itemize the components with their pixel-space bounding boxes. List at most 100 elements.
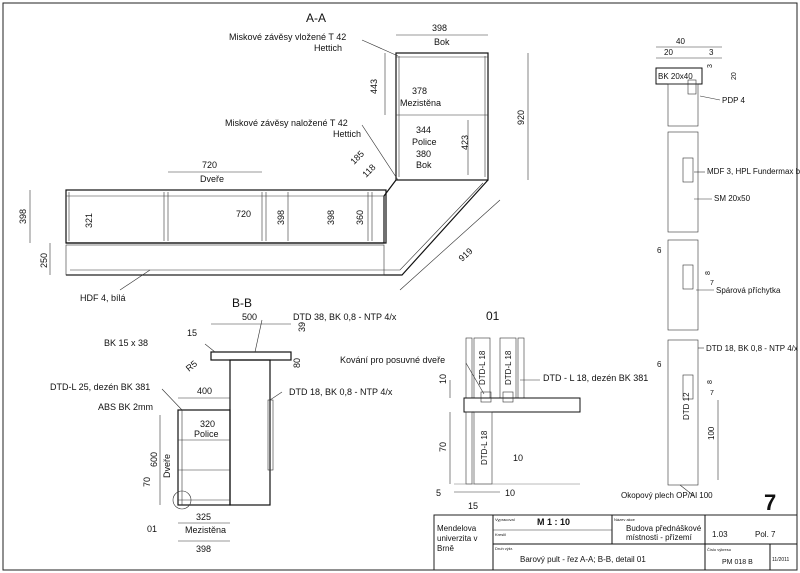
svg-text:70: 70	[142, 477, 152, 487]
svg-text:Kreslil: Kreslil	[495, 532, 506, 537]
svg-text:10: 10	[505, 488, 515, 498]
svg-text:Mezistěna: Mezistěna	[185, 525, 226, 535]
svg-text:SM 20x50: SM 20x50	[714, 194, 751, 203]
svg-text:BK 20x40: BK 20x40	[658, 72, 693, 81]
svg-text:8: 8	[705, 271, 712, 275]
svg-text:5: 5	[436, 488, 441, 498]
detail-01-title: 01	[486, 309, 500, 323]
section-bb-title: B-B	[232, 296, 252, 310]
svg-text:3: 3	[709, 48, 714, 57]
svg-text:Mendelova: Mendelova	[437, 524, 477, 533]
detail-01-rail	[463, 397, 581, 413]
bb-cabinet	[177, 409, 231, 506]
section-aa-title: A-A	[306, 11, 326, 25]
svg-text:HDF 4, bílá: HDF 4, bílá	[80, 293, 126, 303]
svg-text:7: 7	[710, 280, 714, 287]
svg-text:místnosti - přízemí: místnosti - přízemí	[626, 533, 693, 542]
svg-text:398: 398	[18, 209, 28, 224]
svg-text:398: 398	[326, 210, 336, 225]
svg-text:Hettich: Hettich	[333, 129, 361, 139]
title-block: Mendelova univerzita v Brně Vypracoval K…	[433, 514, 798, 571]
svg-text:185: 185	[348, 149, 366, 167]
svg-text:600: 600	[149, 452, 159, 467]
svg-text:DTD-L 18: DTD-L 18	[478, 350, 487, 385]
svg-text:01: 01	[147, 524, 157, 534]
svg-text:DTD 12: DTD 12	[682, 392, 691, 420]
aa-diagonal-top	[66, 179, 489, 276]
svg-text:Název akce: Název akce	[614, 517, 636, 522]
svg-text:7: 7	[710, 390, 714, 397]
svg-text:919: 919	[457, 246, 475, 263]
aa-lower-cabinet	[65, 189, 387, 244]
svg-text:15: 15	[187, 328, 197, 338]
svg-text:321: 321	[84, 213, 94, 228]
svg-text:398: 398	[432, 23, 447, 33]
svg-text:Dveře: Dveře	[200, 174, 224, 184]
svg-text:15: 15	[468, 501, 478, 511]
svg-text:250: 250	[39, 253, 49, 268]
svg-text:1.03: 1.03	[712, 530, 728, 539]
svg-text:400: 400	[197, 386, 212, 396]
bb-upright	[229, 359, 271, 506]
svg-text:R5: R5	[184, 358, 199, 373]
svg-text:3: 3	[707, 64, 714, 68]
svg-text:398: 398	[276, 210, 286, 225]
svg-text:Bok: Bok	[416, 160, 432, 170]
svg-text:Spárová příchytka: Spárová příchytka	[716, 286, 781, 295]
svg-text:DTD 18, BK 0,8 - NTP 4/x: DTD 18, BK 0,8 - NTP 4/x	[706, 344, 798, 353]
detail-01: 01 DTD-L 18 DTD-L 18 DTD-L 18 10 70 10 5…	[340, 309, 648, 511]
svg-text:Brně: Brně	[437, 544, 454, 553]
svg-text:380: 380	[416, 149, 431, 159]
svg-text:ABS BK 2mm: ABS BK 2mm	[98, 402, 153, 412]
svg-text:Miskové závěsy vložené T 42: Miskové závěsy vložené T 42	[229, 32, 346, 42]
svg-text:Budova přednáškové: Budova přednáškové	[626, 524, 702, 533]
svg-text:Okopový plech OP/Al 100: Okopový plech OP/Al 100	[621, 491, 713, 500]
aa-upper-cabinet	[395, 52, 489, 181]
svg-text:20: 20	[731, 72, 738, 80]
svg-text:423: 423	[460, 135, 470, 150]
svg-text:320: 320	[200, 419, 215, 429]
section-aa: A-A 398 Bok 378 Mezistěna 344 Police 380…	[18, 11, 529, 303]
svg-text:360: 360	[355, 210, 365, 225]
svg-text:10: 10	[513, 453, 523, 463]
svg-text:80: 80	[292, 358, 302, 368]
svg-text:Kování pro posuvné dveře: Kování pro posuvné dveře	[340, 355, 445, 365]
bb-worktop	[210, 351, 292, 361]
svg-text:PM 018 B: PM 018 B	[722, 559, 753, 566]
svg-text:BK 15 x 38: BK 15 x 38	[104, 338, 148, 348]
svg-text:6: 6	[657, 246, 662, 255]
svg-text:DTD - L 18, dezén BK 381: DTD - L 18, dezén BK 381	[543, 373, 648, 383]
svg-text:Police: Police	[194, 429, 219, 439]
svg-text:Dveře: Dveře	[162, 454, 172, 478]
svg-text:398: 398	[196, 544, 211, 554]
svg-text:118: 118	[360, 162, 377, 179]
svg-text:10: 10	[438, 374, 448, 384]
svg-text:500: 500	[242, 312, 257, 322]
svg-text:40: 40	[676, 37, 685, 46]
svg-text:70: 70	[438, 442, 448, 452]
svg-text:DTD-L 18: DTD-L 18	[480, 430, 489, 465]
svg-text:univerzita v: univerzita v	[437, 534, 477, 543]
svg-text:39: 39	[297, 322, 307, 332]
svg-text:100: 100	[707, 426, 716, 440]
svg-text:DTD 38, BK 0,8 - NTP 4/x: DTD 38, BK 0,8 - NTP 4/x	[293, 312, 397, 322]
svg-text:325: 325	[196, 512, 211, 522]
section-bb: B-B 500 15 39 80 400 320 Police 600 Dveř…	[50, 296, 397, 554]
svg-text:DTD 18, BK 0,8 - NTP 4/x: DTD 18, BK 0,8 - NTP 4/x	[289, 387, 393, 397]
svg-text:11/2011: 11/2011	[772, 557, 790, 563]
right-details: 40 20 3 BK 20x40 3 20 PDP 4 MDF 3, HPL F…	[621, 37, 800, 500]
svg-text:20: 20	[664, 48, 673, 57]
svg-text:Miskové závěsy naložené T 42: Miskové závěsy naložené T 42	[225, 118, 348, 128]
sheet-number: 7	[764, 490, 776, 515]
svg-text:Pol. 7: Pol. 7	[755, 530, 776, 539]
svg-text:Barový pult - řez A-A; B-B, de: Barový pult - řez A-A; B-B, detail 01	[520, 555, 646, 564]
svg-text:Bok: Bok	[434, 37, 450, 47]
svg-text:Vypracoval: Vypracoval	[495, 517, 515, 522]
svg-text:DTD-L 18: DTD-L 18	[504, 350, 513, 385]
svg-text:Mezistěna: Mezistěna	[400, 98, 441, 108]
svg-text:8: 8	[707, 380, 714, 384]
svg-text:720: 720	[236, 209, 251, 219]
svg-text:Číslo výkresu: Číslo výkresu	[707, 547, 731, 552]
